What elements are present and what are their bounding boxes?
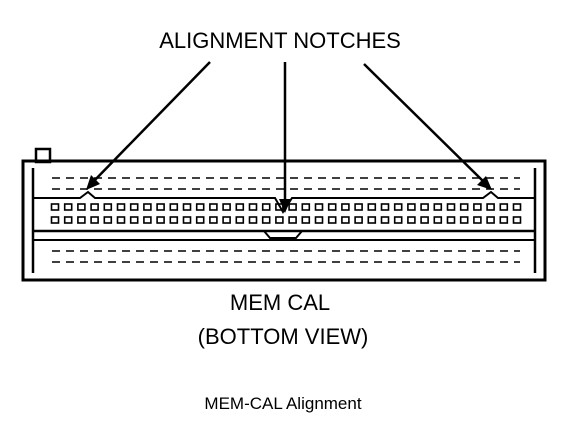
pin bbox=[222, 216, 231, 224]
pin bbox=[512, 216, 522, 224]
pin bbox=[486, 216, 495, 224]
pin bbox=[327, 216, 337, 224]
arrow-right-notch bbox=[363, 63, 486, 184]
pin bbox=[248, 203, 258, 211]
pin bbox=[103, 203, 113, 211]
pin-array bbox=[50, 203, 522, 224]
pin bbox=[156, 203, 165, 211]
pin bbox=[261, 203, 271, 211]
pin bbox=[393, 216, 403, 224]
arrow-left-notch bbox=[91, 61, 211, 184]
pin bbox=[354, 216, 363, 224]
pin bbox=[367, 216, 377, 224]
pin bbox=[169, 203, 179, 211]
pin bbox=[275, 216, 284, 224]
pin bbox=[314, 203, 324, 211]
pin bbox=[393, 203, 403, 211]
pin bbox=[407, 203, 416, 211]
pin bbox=[473, 216, 482, 224]
pin bbox=[143, 203, 152, 211]
pin bbox=[63, 203, 73, 211]
pin bbox=[433, 203, 443, 211]
connector-edge-with-notches bbox=[33, 190, 535, 214]
pin bbox=[380, 216, 390, 224]
pin bbox=[235, 216, 245, 224]
figure-caption: MEM-CAL Alignment bbox=[204, 394, 362, 413]
pin bbox=[169, 216, 179, 224]
arrowhead-right bbox=[477, 176, 492, 190]
pin bbox=[327, 203, 337, 211]
module-tab bbox=[34, 147, 52, 164]
pin bbox=[129, 216, 139, 224]
pin bbox=[261, 216, 271, 224]
pin bbox=[446, 203, 456, 211]
pin bbox=[407, 216, 416, 224]
pin bbox=[77, 216, 86, 224]
pin bbox=[499, 216, 509, 224]
pin bbox=[341, 216, 350, 224]
pin bbox=[90, 203, 99, 211]
pin bbox=[473, 203, 482, 211]
pin bbox=[143, 216, 152, 224]
pin bbox=[156, 216, 165, 224]
pin bbox=[77, 203, 86, 211]
pin bbox=[341, 203, 350, 211]
pin bbox=[288, 216, 297, 224]
bottom-view-caption: (BOTTOM VIEW) bbox=[197, 324, 369, 349]
pin bbox=[420, 216, 429, 224]
arrowhead-left bbox=[86, 175, 100, 190]
pin bbox=[420, 203, 429, 211]
center-keyway bbox=[263, 230, 303, 239]
pin bbox=[222, 203, 231, 211]
pin bbox=[499, 203, 509, 211]
pin bbox=[116, 216, 126, 224]
pin bbox=[433, 216, 443, 224]
arrowhead-center bbox=[279, 199, 291, 213]
pin bbox=[103, 216, 113, 224]
pin bbox=[459, 203, 469, 211]
pin bbox=[182, 216, 192, 224]
pin bbox=[50, 203, 60, 211]
pin bbox=[235, 203, 245, 211]
pin bbox=[446, 216, 456, 224]
pin bbox=[380, 203, 390, 211]
mem-cal-caption: MEM CAL bbox=[229, 290, 331, 315]
pin bbox=[301, 203, 311, 211]
pin bbox=[63, 216, 73, 224]
pin bbox=[248, 216, 258, 224]
pin bbox=[195, 216, 205, 224]
pin bbox=[129, 203, 139, 211]
pin bbox=[486, 203, 495, 211]
pin bbox=[209, 203, 218, 211]
pin bbox=[512, 203, 522, 211]
pin bbox=[182, 203, 192, 211]
pin bbox=[90, 216, 99, 224]
alignment-notches-label: ALIGNMENT NOTCHES bbox=[159, 28, 401, 53]
pin bbox=[50, 216, 60, 224]
pin bbox=[314, 216, 324, 224]
pin bbox=[367, 203, 377, 211]
pin bbox=[195, 203, 205, 211]
pin bbox=[116, 203, 126, 211]
pin bbox=[301, 216, 311, 224]
callout-arrows bbox=[86, 61, 492, 213]
pin bbox=[459, 216, 469, 224]
pin bbox=[354, 203, 363, 211]
pin bbox=[209, 216, 218, 224]
pin bbox=[288, 203, 297, 211]
